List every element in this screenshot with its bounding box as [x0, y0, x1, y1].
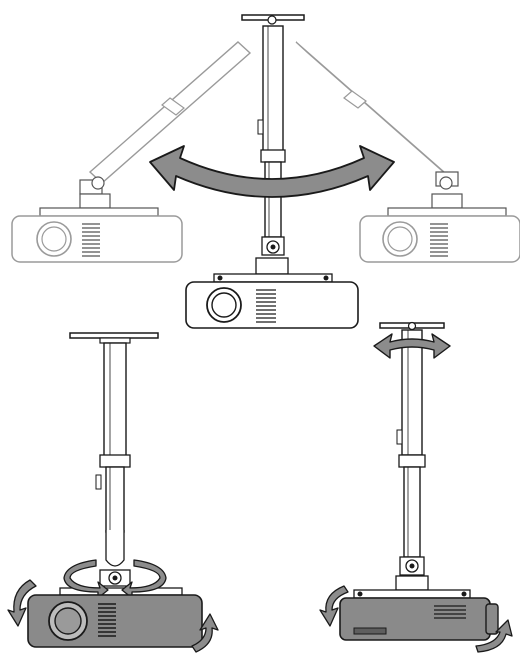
- center-pole: [257, 25, 286, 238]
- curved-double-arrow-icon: [373, 333, 451, 359]
- rotate-pole: [95, 342, 131, 567]
- rotation-arrow-icon: [7, 579, 219, 653]
- tilt-view: [11, 14, 520, 329]
- rotate-joint: [59, 569, 183, 596]
- rotate-view: [7, 332, 219, 653]
- left-tilted-pole: [39, 41, 252, 217]
- projector-icon: [339, 597, 499, 641]
- swivel-view: [319, 321, 513, 653]
- projector-icon: [185, 281, 359, 329]
- rotation-arrow-icon: [319, 585, 513, 653]
- rotation-arrow-icon: [63, 559, 167, 599]
- swivel-pole: [396, 329, 426, 558]
- swivel-joint: [353, 556, 471, 599]
- curved-double-arrow-icon: [149, 145, 395, 198]
- center-joint: [213, 236, 333, 283]
- right-tilted-pole: [295, 41, 507, 217]
- left-projector-icon: [11, 215, 183, 263]
- projector-icon: [27, 594, 203, 648]
- right-projector-icon: [359, 215, 520, 263]
- ceiling-plate-icon: [69, 332, 159, 344]
- ceiling-plate-icon: [241, 14, 305, 25]
- ceiling-plate-icon: [379, 321, 445, 331]
